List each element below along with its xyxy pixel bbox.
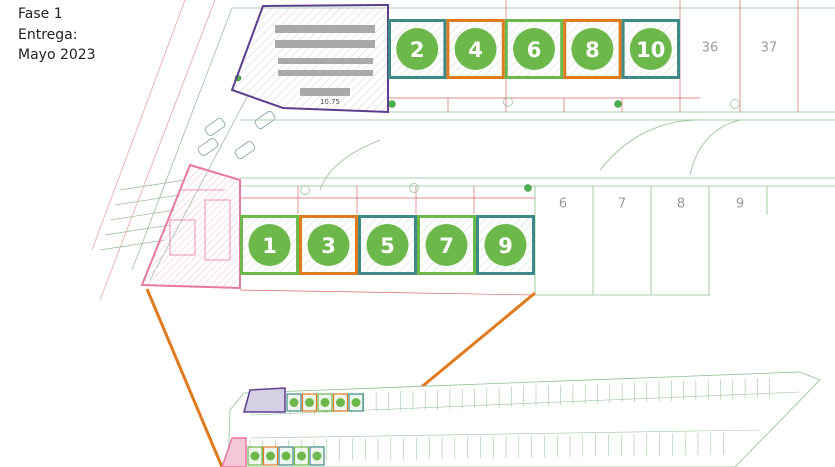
- lot-number: 1: [262, 234, 277, 258]
- lot-badge: [396, 28, 439, 70]
- bottom-plain-lot-7: 7: [618, 197, 626, 212]
- delivery-date: Mayo 2023: [18, 47, 96, 63]
- parking-area: [197, 110, 276, 160]
- lower-property-lines: [239, 186, 536, 296]
- overview-plan: [221, 371, 821, 467]
- lot-badge: [629, 28, 672, 70]
- top-row-plain-lots: 36 37: [702, 41, 778, 56]
- lot-badge: [513, 28, 555, 70]
- top-lot-2: 2: [388, 19, 447, 79]
- top-lot-4: 4: [446, 19, 505, 79]
- phase-label: Fase 1: [18, 6, 63, 22]
- lot-number: 7: [439, 234, 454, 258]
- lot-number: 8: [585, 38, 600, 62]
- top-lot-6: 6: [504, 19, 564, 79]
- bottom-lot-1: 1: [240, 215, 299, 275]
- lot-number: 5: [380, 234, 395, 258]
- overview-street: [249, 429, 761, 439]
- bottom-plain-lot-9: 9: [736, 197, 744, 212]
- overview-lot-badge: [305, 398, 314, 407]
- lot-badge: [425, 224, 468, 266]
- top-lot-8: 8: [563, 19, 622, 79]
- site-boundary: [91, 0, 216, 301]
- lot-badge: [571, 28, 614, 70]
- middle-street: [240, 139, 835, 296]
- overview-lot-badge: [336, 398, 345, 407]
- overview-lot-badge: [351, 398, 361, 407]
- bottom-lot-5: 5: [358, 215, 417, 275]
- overview-lot-badge: [289, 398, 299, 407]
- phase-caption: Fase 1 Entrega: Mayo 2023: [18, 4, 96, 66]
- lot-number: 9: [498, 234, 513, 258]
- clubhouse: 10.75: [230, 3, 389, 114]
- top-plain-lot-37: 37: [761, 41, 778, 56]
- lot-badge: [307, 224, 350, 266]
- tree-outlines: [300, 97, 740, 195]
- overview-lot-badge: [266, 451, 275, 461]
- bottom-plain-lot-8: 8: [677, 197, 685, 212]
- lot-badge: [484, 224, 527, 266]
- lot-number: 6: [527, 38, 542, 62]
- overview-lot-badge: [250, 451, 260, 461]
- bottom-lot-7: 7: [417, 215, 476, 275]
- bottom-lot-3: 3: [299, 215, 358, 275]
- overview-lot-badge: [281, 451, 291, 461]
- top-lot-10: 10: [621, 19, 680, 79]
- lot-badge: [366, 224, 409, 266]
- lot-badge: [454, 28, 497, 70]
- amenity-area: [140, 163, 241, 290]
- lot-number: 2: [410, 38, 425, 62]
- lot-badge: [248, 224, 291, 266]
- overview-lot-badge: [320, 398, 330, 407]
- lot-number: 4: [468, 38, 483, 62]
- delivery-label: Entrega:: [18, 26, 78, 43]
- bottom-lot-9: 9: [476, 215, 535, 275]
- top-plain-lot-36: 36: [702, 41, 719, 56]
- lot-number: 3: [321, 234, 336, 258]
- clubhouse-dimension: 10.75: [320, 98, 340, 106]
- lot-number: 10: [636, 38, 665, 62]
- overview-lot-badge: [312, 451, 322, 461]
- top-row-lots: 2 4 6 8 10: [388, 19, 680, 79]
- bottom-plain-lot-6: 6: [559, 197, 567, 212]
- overview-lot-badge: [297, 451, 306, 461]
- bottom-row-lots: 1 3 5 7 9: [240, 215, 535, 275]
- bottom-row-plain-lots: 6 7 8 9: [559, 197, 744, 212]
